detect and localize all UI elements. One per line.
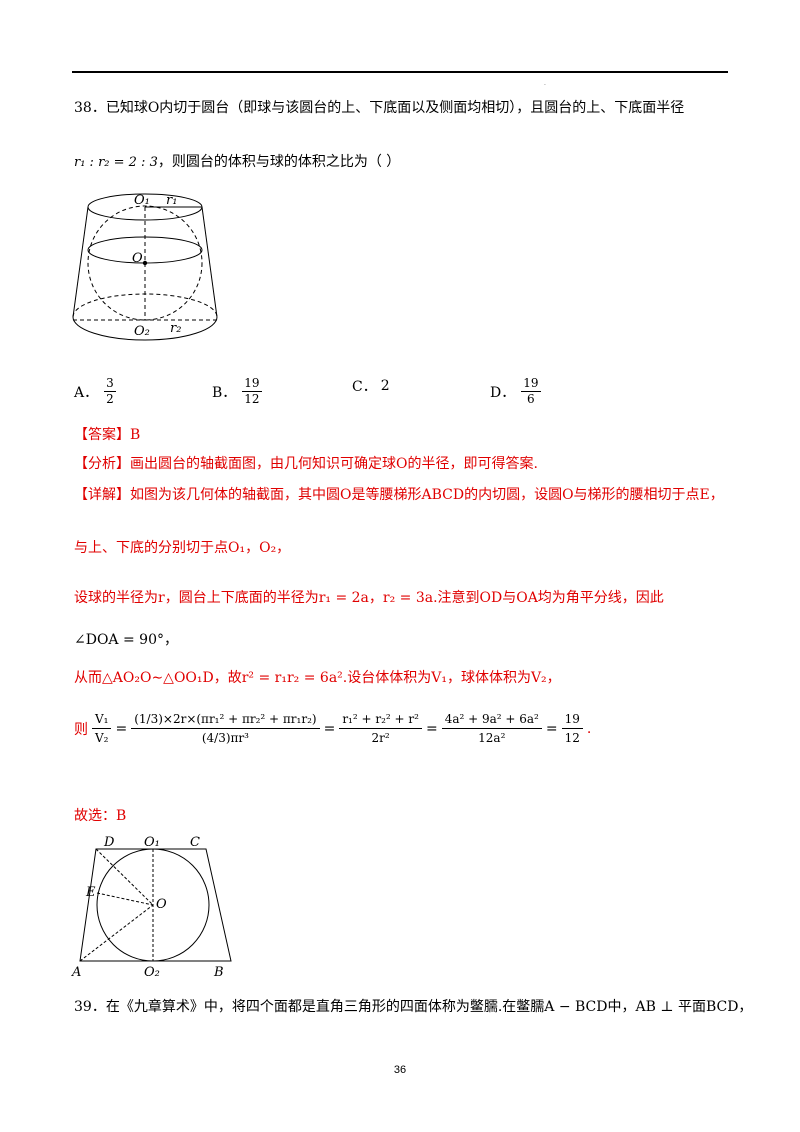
detail-line3: 设球的半径为r，圆台上下底面的半径为r₁ = 2a，r₂ = 3a.注意到OD与…: [74, 590, 664, 606]
equation-end: .: [586, 720, 592, 737]
equation-frac3: 4a² + 9a² + 6a² 12a²: [441, 712, 542, 745]
eq-lhs-den: V₂: [95, 731, 109, 745]
eq-result-num: 19: [561, 712, 583, 729]
choice-c-letter: C．: [352, 379, 377, 395]
question-39-line1: 39．在《九章算术》中，将四个面都是直角三角形的四面体称为鳖臑.在鳖臑A − B…: [74, 999, 753, 1015]
analysis-line: 【分析】画出圆台的轴截面图，由几何知识可确定球O的半径，即可得答案.: [74, 456, 538, 472]
choice-c: C． 2: [352, 376, 390, 396]
eq-lhs-num: V₁: [92, 712, 112, 729]
eq-f2-num: r₁² + r₂² + r²: [339, 712, 422, 729]
detail-line4: ∠DOA = 90°，: [74, 632, 178, 648]
fig2-label-o1: O₁: [144, 835, 160, 850]
fig2-label-d: D: [103, 835, 115, 850]
fig2-label-c: C: [190, 835, 200, 850]
question-38-line1: 38．已知球O内切于圆台（即球与该圆台的上、下底面以及侧面均相切），且圆台的上、…: [74, 100, 685, 116]
equation-prefix: 则: [74, 721, 88, 738]
choice-c-value: 2: [380, 378, 390, 394]
question-38-line2: r₁ : r₂ = 2 : 3，则圆台的体积与球的体积之比为（ ）: [74, 151, 400, 174]
choice-d-num: 19: [521, 376, 541, 392]
eq-f1-num: (1/3)×2r×(πr₁² + πr₂² + πr₁r₂): [131, 712, 320, 729]
choice-a-letter: A．: [74, 384, 99, 401]
fig1-label-o1: O₁: [134, 193, 150, 208]
detail-line1: 【详解】如图为该几何体的轴截面，其中圆O是等腰梯形ABCD的内切圆，设圆O与梯形…: [74, 487, 724, 503]
choice-a-num: 3: [104, 376, 116, 392]
trapezoid-figure: D O₁ C E O A O₂ B: [71, 835, 232, 980]
fig2-label-b: B: [213, 965, 224, 980]
eq-f3-den: 12a²: [478, 731, 506, 745]
choice-d-letter: D．: [490, 384, 516, 401]
choice-d-den: 6: [527, 392, 535, 406]
choice-b-num: 19: [242, 376, 262, 392]
fig1-label-o2: O₂: [134, 324, 150, 339]
eq-f1-den: (4/3)πr³: [201, 731, 249, 745]
fig2-label-o: O: [156, 897, 167, 912]
detail-line5: 从而△AO₂O∼△OO₁D，故r² = r₁r₂ = 6a².设台体体积为V₁，…: [74, 670, 561, 686]
fig2-label-a: A: [71, 965, 81, 980]
choose-line: 故选：B: [74, 808, 127, 824]
fig1-label-r2: r₂: [170, 321, 181, 336]
eq-f3-num: 4a² + 9a² + 6a²: [441, 712, 542, 729]
equation-frac1: (1/3)×2r×(πr₁² + πr₂² + πr₁r₂) (4/3)πr³: [131, 712, 320, 745]
equation-lhs: V₁ V₂: [92, 712, 112, 745]
fig1-label-o: O: [132, 251, 143, 266]
frustum-figure: O₁ r₁ O O₂ r₂: [72, 193, 218, 341]
detail-line2: 与上、下底的分别切于点O₁，O₂，: [74, 540, 291, 556]
fig2-label-o2: O₂: [144, 965, 160, 980]
choice-b-letter: B．: [212, 384, 237, 401]
choice-b-den: 12: [244, 392, 260, 406]
header-rule: [72, 71, 728, 73]
answer-line: 【答案】B: [74, 427, 141, 443]
eq-result-den: 12: [564, 731, 580, 745]
question-38-prompt: ，则圆台的体积与球的体积之比为（ ）: [157, 154, 401, 170]
fig2-label-e: E: [85, 885, 96, 900]
choice-a-den: 2: [106, 392, 114, 406]
header-dot: .: [544, 80, 546, 87]
eq-f2-den: 2r²: [371, 731, 390, 745]
radius-ratio: r₁ : r₂ = 2 : 3: [74, 155, 158, 170]
fig1-label-r1: r₁: [166, 193, 177, 208]
page-number: 36: [393, 1064, 407, 1076]
equation-frac2: r₁² + r₂² + r² 2r²: [339, 712, 422, 745]
